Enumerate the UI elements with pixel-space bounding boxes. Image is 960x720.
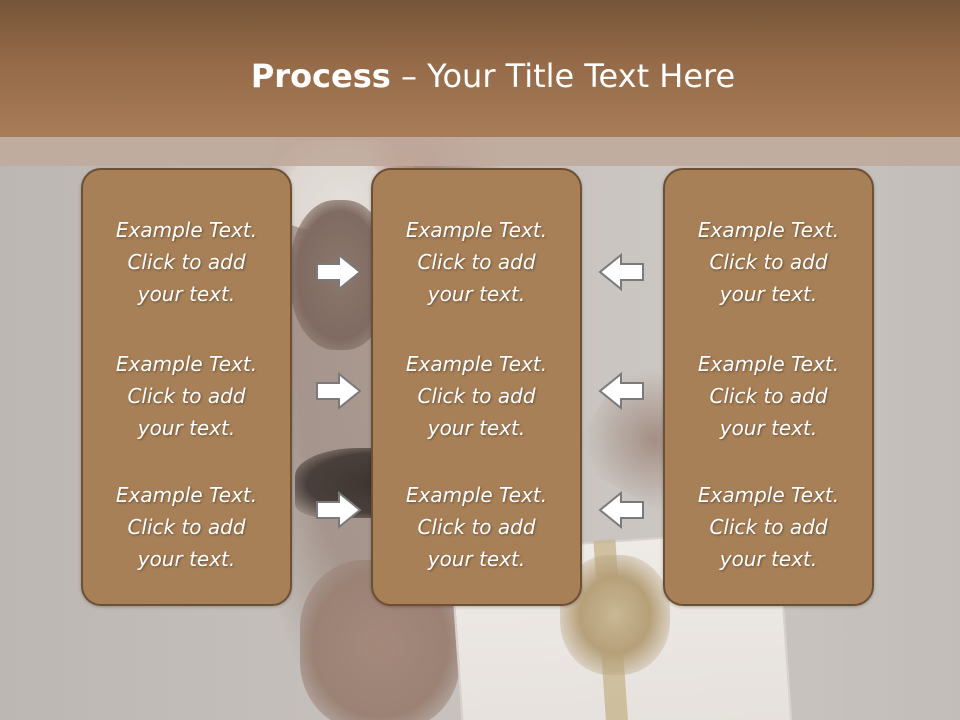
text-item[interactable]: Example Text. Click to add your text.: [83, 348, 290, 444]
text-line: your text.: [137, 416, 236, 440]
text-line: Click to add: [417, 515, 536, 539]
text-line: Click to add: [127, 515, 246, 539]
arrow-left-icon: [597, 490, 645, 530]
text-line: your text.: [719, 547, 818, 571]
text-line: your text.: [427, 282, 526, 306]
text-line: Click to add: [127, 250, 246, 274]
title-bar: [0, 0, 960, 137]
text-line: Example Text.: [697, 483, 840, 507]
arrow-left-icon: [597, 252, 645, 292]
text-line: your text.: [719, 282, 818, 306]
title-underband: [0, 137, 960, 166]
text-line: Click to add: [709, 515, 828, 539]
title-bold: Process: [250, 57, 391, 95]
text-line: your text.: [427, 547, 526, 571]
text-line: your text.: [719, 416, 818, 440]
text-line: your text.: [137, 282, 236, 306]
text-item[interactable]: Example Text. Click to add your text.: [83, 479, 290, 575]
text-item[interactable]: Example Text. Click to add your text.: [665, 214, 872, 310]
text-line: Example Text.: [405, 352, 548, 376]
text-line: Click to add: [709, 384, 828, 408]
text-line: Example Text.: [697, 352, 840, 376]
text-line: Example Text.: [405, 218, 548, 242]
text-line: Example Text.: [405, 483, 548, 507]
text-item[interactable]: Example Text. Click to add your text.: [373, 348, 580, 444]
arrow-right-icon: [315, 252, 363, 292]
text-line: Example Text.: [115, 218, 258, 242]
title-rest: – Your Title Text Here: [390, 57, 736, 95]
text-line: Example Text.: [115, 352, 258, 376]
arrow-right-icon: [315, 371, 363, 411]
text-line: Example Text.: [115, 483, 258, 507]
text-line: your text.: [137, 547, 236, 571]
process-box-left[interactable]: Example Text. Click to add your text. Ex…: [81, 168, 292, 606]
text-line: Example Text.: [697, 218, 840, 242]
text-line: Click to add: [127, 384, 246, 408]
text-item[interactable]: Example Text. Click to add your text.: [665, 479, 872, 575]
text-line: Click to add: [417, 250, 536, 274]
process-box-center[interactable]: Example Text. Click to add your text. Ex…: [371, 168, 582, 606]
text-item[interactable]: Example Text. Click to add your text.: [665, 348, 872, 444]
text-item[interactable]: Example Text. Click to add your text.: [373, 479, 580, 575]
slide-title[interactable]: Process – Your Title Text Here: [0, 54, 960, 98]
arrow-left-icon: [597, 371, 645, 411]
text-item[interactable]: Example Text. Click to add your text.: [373, 214, 580, 310]
text-item[interactable]: Example Text. Click to add your text.: [83, 214, 290, 310]
text-line: Click to add: [417, 384, 536, 408]
process-box-right[interactable]: Example Text. Click to add your text. Ex…: [663, 168, 874, 606]
text-line: your text.: [427, 416, 526, 440]
text-line: Click to add: [709, 250, 828, 274]
arrow-right-icon: [315, 490, 363, 530]
